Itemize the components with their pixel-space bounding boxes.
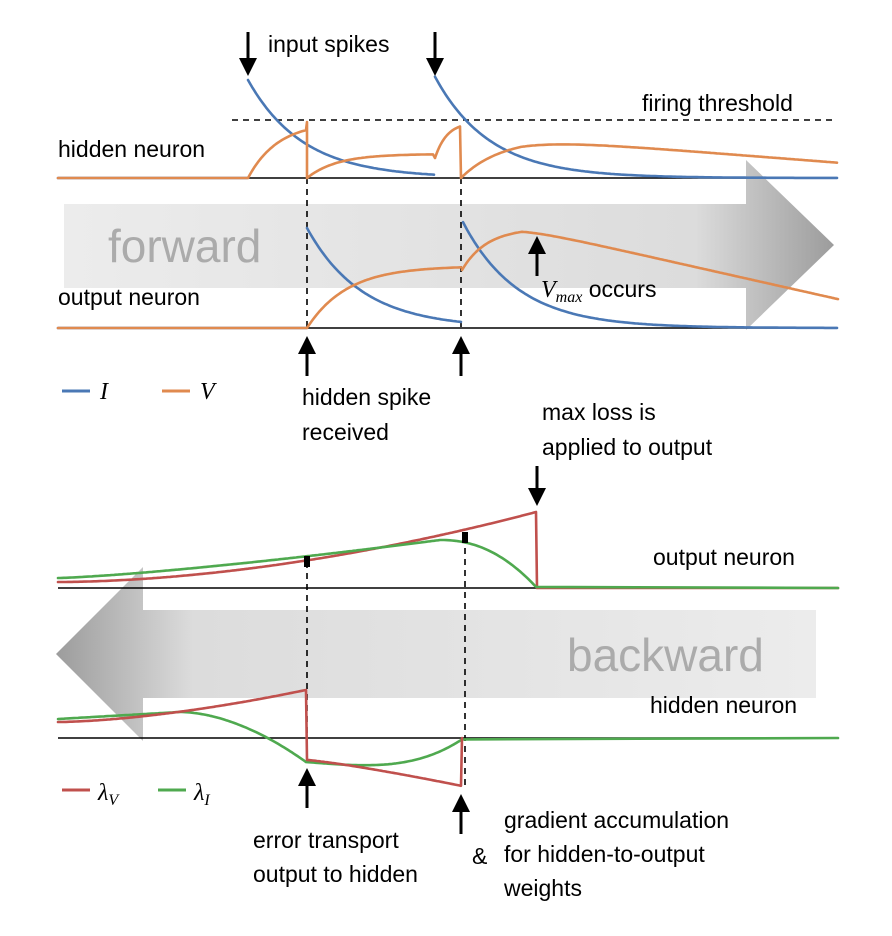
vmax-occurs-label: Vmax occurs [541,276,656,306]
hidden-neuron-backward-label: hidden neuron [650,692,797,718]
legend-lambda-v-text: λV [97,780,120,809]
legend-lambda-i-sub: I [203,792,210,809]
output-voltage-curve [56,230,840,330]
gradient-label-line1: gradient accumulation [504,807,729,833]
error-transport-arrow [298,768,316,808]
legend-lambda-v: λV [62,780,120,809]
gradient-marker-2 [462,532,468,543]
legend-lambda-v-sub: V [108,792,120,809]
error-transport-label-line2: output to hidden [253,861,418,887]
hidden-lambda-v-curve [56,688,464,788]
hidden-neuron-forward-label: hidden neuron [58,136,205,162]
legend-lambda-i-text: λI [193,780,210,809]
vmax-symbol: V [541,277,558,303]
hidden-voltage-curve [56,120,839,180]
legend-lambda-v-symbol: λ [97,780,108,806]
hidden-spike-arrow-1 [298,336,316,376]
firing-threshold-label: firing threshold [642,90,793,116]
legend-current-label: I [99,379,109,405]
hidden-spike-arrow-2 [452,336,470,376]
gradient-accumulation-arrow [452,794,470,834]
legend-lambda-i: λI [158,780,210,809]
gradient-marker-1 [304,556,310,567]
forward-band-arrow [64,160,834,330]
gradient-label-line3: weights [503,875,582,901]
input-spike-arrow-2 [426,32,444,76]
hidden-spike-label-line1: hidden spike [302,384,431,410]
vmax-arrow [528,236,546,276]
legend-lambda-i-symbol: λ [193,780,204,806]
vmax-suffix: occurs [582,276,656,302]
backward-band-arrow [56,567,816,741]
ampersand-label: & [472,843,487,869]
max-loss-label-line2: applied to output [542,434,713,460]
input-spikes-label: input spikes [268,31,389,57]
legend-voltage: V [162,379,217,405]
error-transport-label-line1: error transport [253,827,399,853]
input-spike-arrow-1 [239,32,257,76]
forward-band-label: forward [108,220,261,272]
gradient-label-line2: for hidden-to-output [504,841,705,867]
output-lambda-v-curve [56,510,840,590]
output-neuron-backward-label: output neuron [653,544,795,570]
vmax-subscript: max [556,289,583,306]
max-loss-label-line1: max loss is [542,399,656,425]
legend-current: I [62,379,109,405]
output-neuron-forward-label: output neuron [58,284,200,310]
hidden-spike-label-line2: received [302,419,389,445]
legend-voltage-label: V [200,379,217,405]
max-loss-arrow [528,466,546,506]
output-lambda-i-curve [56,538,840,590]
backward-band-label: backward [567,629,764,681]
